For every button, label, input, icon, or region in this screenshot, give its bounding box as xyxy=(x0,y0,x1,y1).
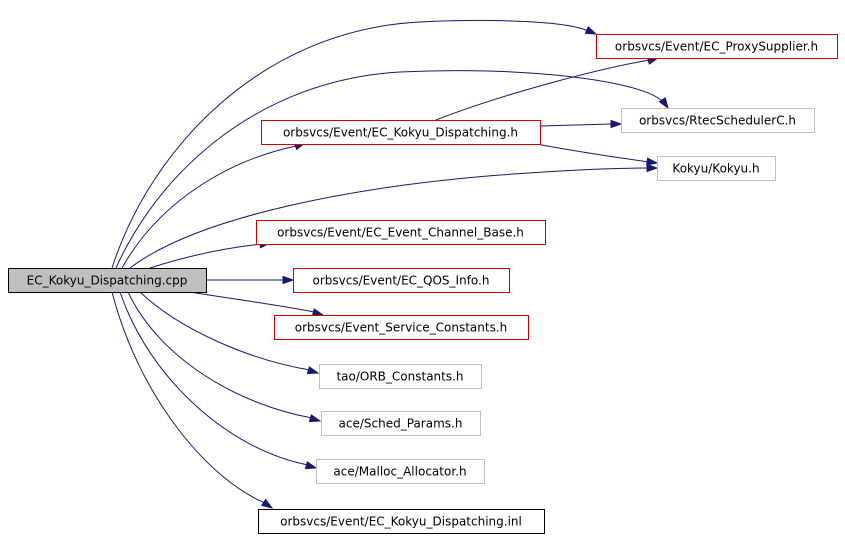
node-label: Kokyu/Kokyu.h xyxy=(672,162,759,176)
node-label: orbsvcs/RtecSchedulerC.h xyxy=(639,114,796,128)
node-box xyxy=(274,315,529,340)
node-malloc_allocator[interactable]: ace/Malloc_Allocator.h xyxy=(316,459,485,484)
edge-source-to-channel_base xyxy=(149,243,263,269)
node-box xyxy=(316,459,485,484)
edge-source-to-kokyu_dispatching_h xyxy=(121,145,297,269)
arrowhead-source-to-service_constants xyxy=(311,308,325,317)
node-box xyxy=(258,509,545,534)
node-label: tao/ORB_Constants.h xyxy=(336,370,463,384)
node-label: ace/Sched_Params.h xyxy=(339,417,463,431)
node-qos_info[interactable]: orbsvcs/Event/EC_QOS_Info.h xyxy=(293,268,510,293)
arrowhead-kokyu_dispatching_h-to-rtec_scheduler xyxy=(610,119,623,129)
arrowhead-source-to-orb_constants xyxy=(306,366,320,375)
node-label: EC_Kokyu_Dispatching.cpp xyxy=(27,274,188,288)
node-box xyxy=(8,268,207,293)
arrowhead-source-to-sched_params xyxy=(308,414,322,423)
edge-kokyu_dispatching_h-to-rtec_scheduler xyxy=(539,123,613,127)
node-box xyxy=(657,156,776,181)
node-service_constants[interactable]: orbsvcs/Event_Service_Constants.h xyxy=(274,315,529,340)
node-kokyu_dispatching_h[interactable]: orbsvcs/Event/EC_Kokyu_Dispatching.h xyxy=(261,120,541,145)
node-box xyxy=(256,220,546,245)
node-label: orbsvcs/Event/EC_ProxySupplier.h xyxy=(615,40,818,54)
node-box xyxy=(261,120,541,145)
edge-source-to-sched_params xyxy=(127,291,313,419)
arrowhead-source-to-kokyu_dispatching_inl xyxy=(260,498,274,509)
node-label: ace/Malloc_Allocator.h xyxy=(333,465,466,479)
node-label: orbsvcs/Event/EC_Event_Channel_Base.h xyxy=(277,226,524,240)
edge-source-to-kokyu_h xyxy=(129,167,649,269)
arrowhead-source-to-kokyu_h xyxy=(646,163,659,173)
node-box xyxy=(621,108,815,133)
node-box xyxy=(293,268,510,293)
edge-source-to-kokyu_dispatching_inl xyxy=(111,291,266,504)
edge-kokyu_dispatching_h-to-proxy_supplier xyxy=(435,59,651,121)
arrowhead-source-to-qos_info xyxy=(282,275,295,285)
node-label: orbsvcs/Event/EC_Kokyu_Dispatching.inl xyxy=(280,515,522,529)
edge-kokyu_dispatching_h-to-kokyu_h xyxy=(535,143,650,163)
node-kokyu_dispatching_inl[interactable]: orbsvcs/Event/EC_Kokyu_Dispatching.inl xyxy=(258,509,545,534)
arrowhead-source-to-rtec_scheduler xyxy=(658,96,669,110)
node-label: orbsvcs/Event_Service_Constants.h xyxy=(295,321,507,335)
node-source: EC_Kokyu_Dispatching.cpp xyxy=(8,268,207,293)
arrowhead-kokyu_dispatching_h-to-kokyu_h xyxy=(646,157,659,166)
node-label: orbsvcs/Event/EC_Kokyu_Dispatching.h xyxy=(283,126,518,140)
node-rtec_scheduler[interactable]: orbsvcs/RtecSchedulerC.h xyxy=(621,108,815,133)
node-proxy_supplier[interactable]: orbsvcs/Event/EC_ProxySupplier.h xyxy=(596,34,838,59)
node-box xyxy=(596,34,838,59)
arrowhead-source-to-proxy_supplier xyxy=(584,25,598,35)
arrowhead-source-to-malloc_allocator xyxy=(304,461,318,470)
nodes-layer: EC_Kokyu_Dispatching.cpp orbsvcs/Event/EC… xyxy=(8,34,838,534)
edge-source-to-rtec_scheduler xyxy=(115,70,663,269)
node-sched_params[interactable]: ace/Sched_Params.h xyxy=(321,411,481,436)
node-box xyxy=(321,411,481,436)
node-channel_base[interactable]: orbsvcs/Event/EC_Event_Channel_Base.h xyxy=(256,220,546,245)
edge-source-to-proxy_supplier xyxy=(111,19,589,269)
node-orb_constants[interactable]: tao/ORB_Constants.h xyxy=(319,364,482,389)
node-kokyu_h[interactable]: Kokyu/Kokyu.h xyxy=(657,156,776,181)
edge-source-to-service_constants xyxy=(189,291,315,313)
edge-source-to-malloc_allocator xyxy=(119,291,309,466)
edge-source-to-orb_constants xyxy=(139,291,311,371)
edges-layer xyxy=(111,19,669,509)
node-label: orbsvcs/Event/EC_QOS_Info.h xyxy=(313,274,490,288)
node-box xyxy=(319,364,482,389)
